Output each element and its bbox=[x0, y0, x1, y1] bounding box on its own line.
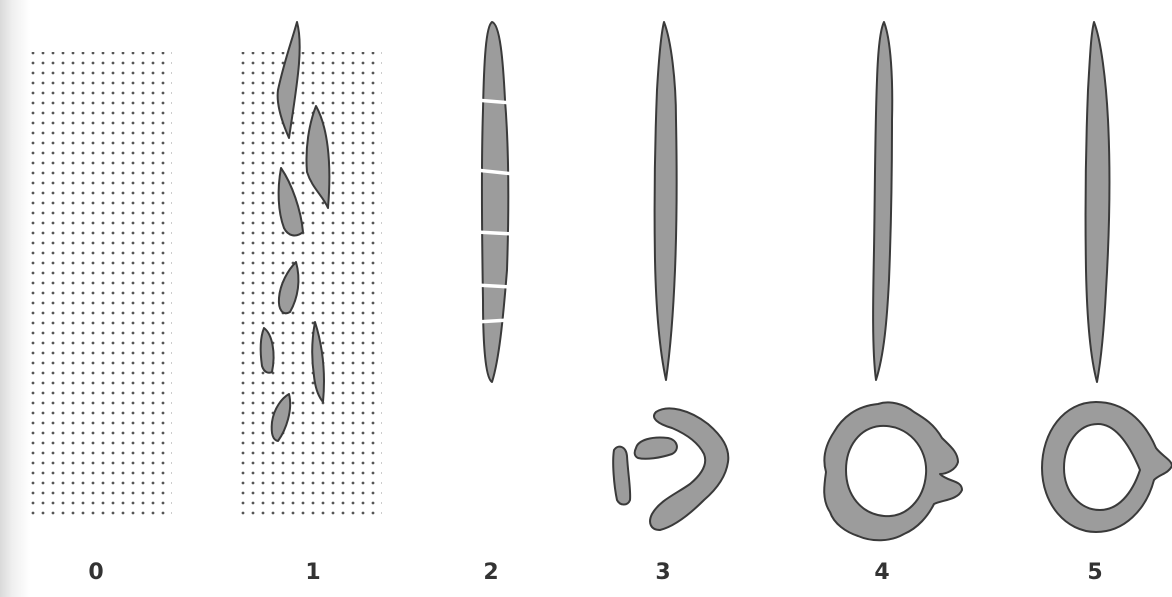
stage-3-segment-c bbox=[650, 408, 728, 530]
stage-2-label: 2 bbox=[471, 560, 511, 585]
stage-3-group bbox=[613, 22, 728, 530]
stage-2-column bbox=[482, 22, 508, 382]
stage-4-column bbox=[873, 22, 892, 380]
stage-4-group bbox=[824, 22, 962, 540]
stage-4-ring bbox=[824, 402, 962, 540]
stage-5-ring bbox=[1042, 402, 1172, 532]
stage-3-segment-left bbox=[613, 447, 630, 505]
stage-5-column bbox=[1086, 22, 1110, 382]
stage-3-label: 3 bbox=[643, 560, 683, 585]
stage-0-label: 0 bbox=[76, 560, 116, 585]
stage-0-dot-matrix bbox=[30, 52, 172, 518]
stage-5-group bbox=[1042, 22, 1172, 532]
stage-4-label: 4 bbox=[862, 560, 902, 585]
stage-3-column bbox=[655, 22, 677, 380]
stage-0-group bbox=[30, 52, 172, 518]
stage-3-segment-mid bbox=[635, 437, 677, 458]
stage-2-group bbox=[476, 22, 514, 382]
stage-5-label: 5 bbox=[1075, 560, 1115, 585]
stage-1-label: 1 bbox=[293, 560, 333, 585]
stage-1-group bbox=[240, 22, 382, 518]
